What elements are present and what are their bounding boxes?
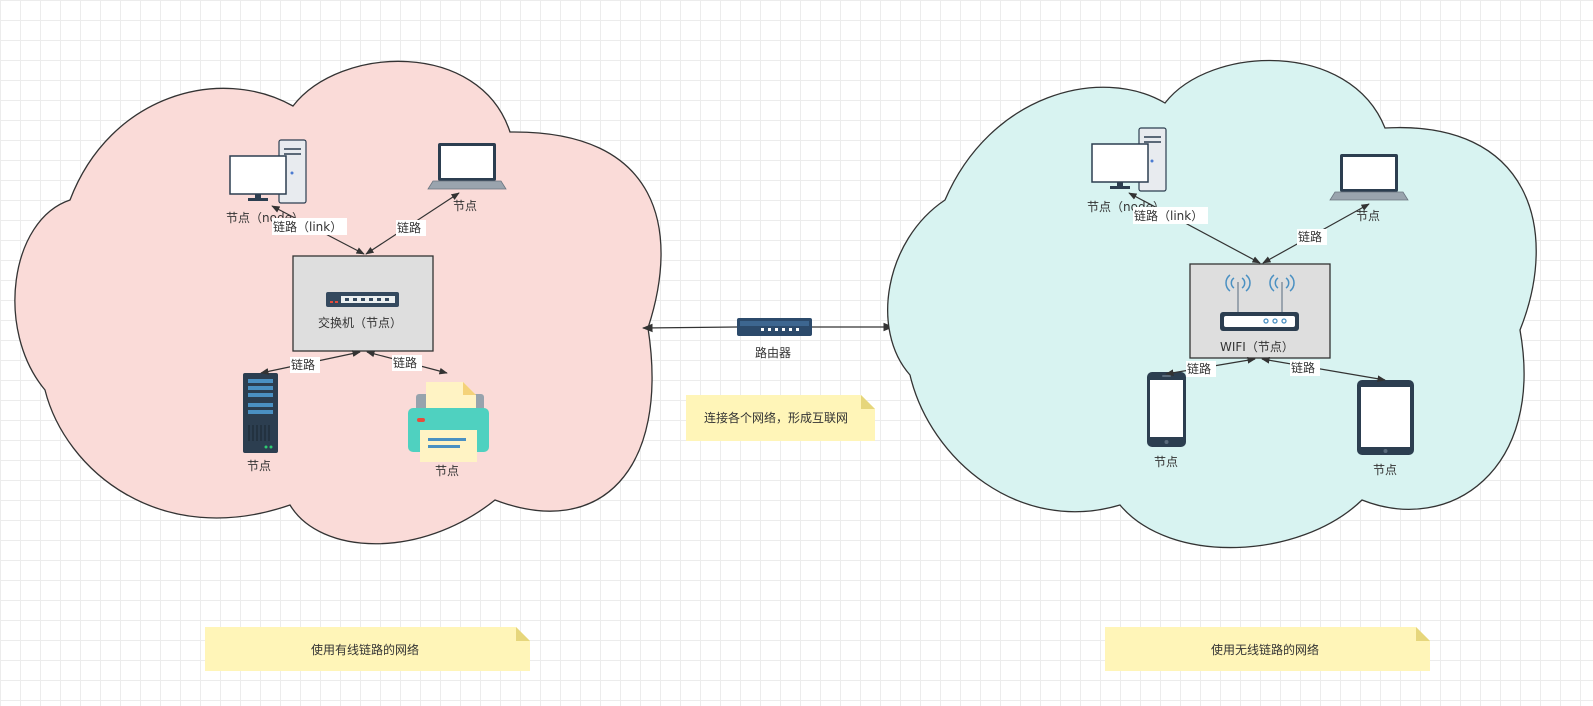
router-label: 路由器 <box>755 345 791 360</box>
laptop-node-label: 节点 <box>453 199 477 213</box>
phone-node-label: 节点 <box>1154 455 1178 469</box>
switch-node-label: 交换机（节点） <box>318 315 402 330</box>
router-icon[interactable] <box>737 318 812 336</box>
laptop-icon[interactable] <box>427 143 507 190</box>
link-label-desktop: 链路（link） <box>273 219 342 234</box>
link-label-server: 链路 <box>291 357 315 372</box>
tablet-node-label: 节点 <box>1373 463 1397 477</box>
laptop-icon[interactable] <box>1329 154 1409 201</box>
wired-note[interactable] <box>205 627 530 671</box>
link-label-phone: 链路 <box>1187 361 1211 376</box>
phone-icon[interactable] <box>1147 372 1186 447</box>
link-left-router[interactable] <box>641 323 738 333</box>
switch-icon[interactable] <box>326 292 399 307</box>
link-label-printer: 链路 <box>393 355 417 370</box>
wifi-box[interactable] <box>1189 263 1331 359</box>
wifi-router-icon[interactable] <box>1220 274 1299 331</box>
server-node-label: 节点 <box>247 459 271 473</box>
desktop-icon[interactable] <box>1091 127 1167 192</box>
link-label-tablet: 链路 <box>1291 360 1315 375</box>
link-label-laptop: 链路 <box>1298 229 1322 244</box>
router-note[interactable] <box>686 395 875 441</box>
router-note-text: 连接各个网络，形成互联网 <box>704 410 848 425</box>
wireless-note[interactable] <box>1105 627 1430 671</box>
link-label-laptop: 链路 <box>397 220 421 235</box>
printer-icon[interactable] <box>408 382 489 462</box>
server-icon[interactable] <box>243 373 278 453</box>
laptop-node-label: 节点 <box>1356 209 1380 223</box>
wifi-node-label: WIFI（节点） <box>1220 340 1294 354</box>
link-label-desktop: 链路（link） <box>1134 208 1203 223</box>
tablet-icon[interactable] <box>1357 380 1414 455</box>
printer-node-label: 节点 <box>435 464 459 478</box>
wired-note-text: 使用有线链路的网络 <box>311 642 419 657</box>
desktop-icon[interactable] <box>229 139 307 204</box>
link-wifi-tablet[interactable] <box>1261 356 1386 383</box>
wireless-note-text: 使用无线链路的网络 <box>1211 642 1319 657</box>
link-desktop-wifi[interactable] <box>1128 192 1261 264</box>
